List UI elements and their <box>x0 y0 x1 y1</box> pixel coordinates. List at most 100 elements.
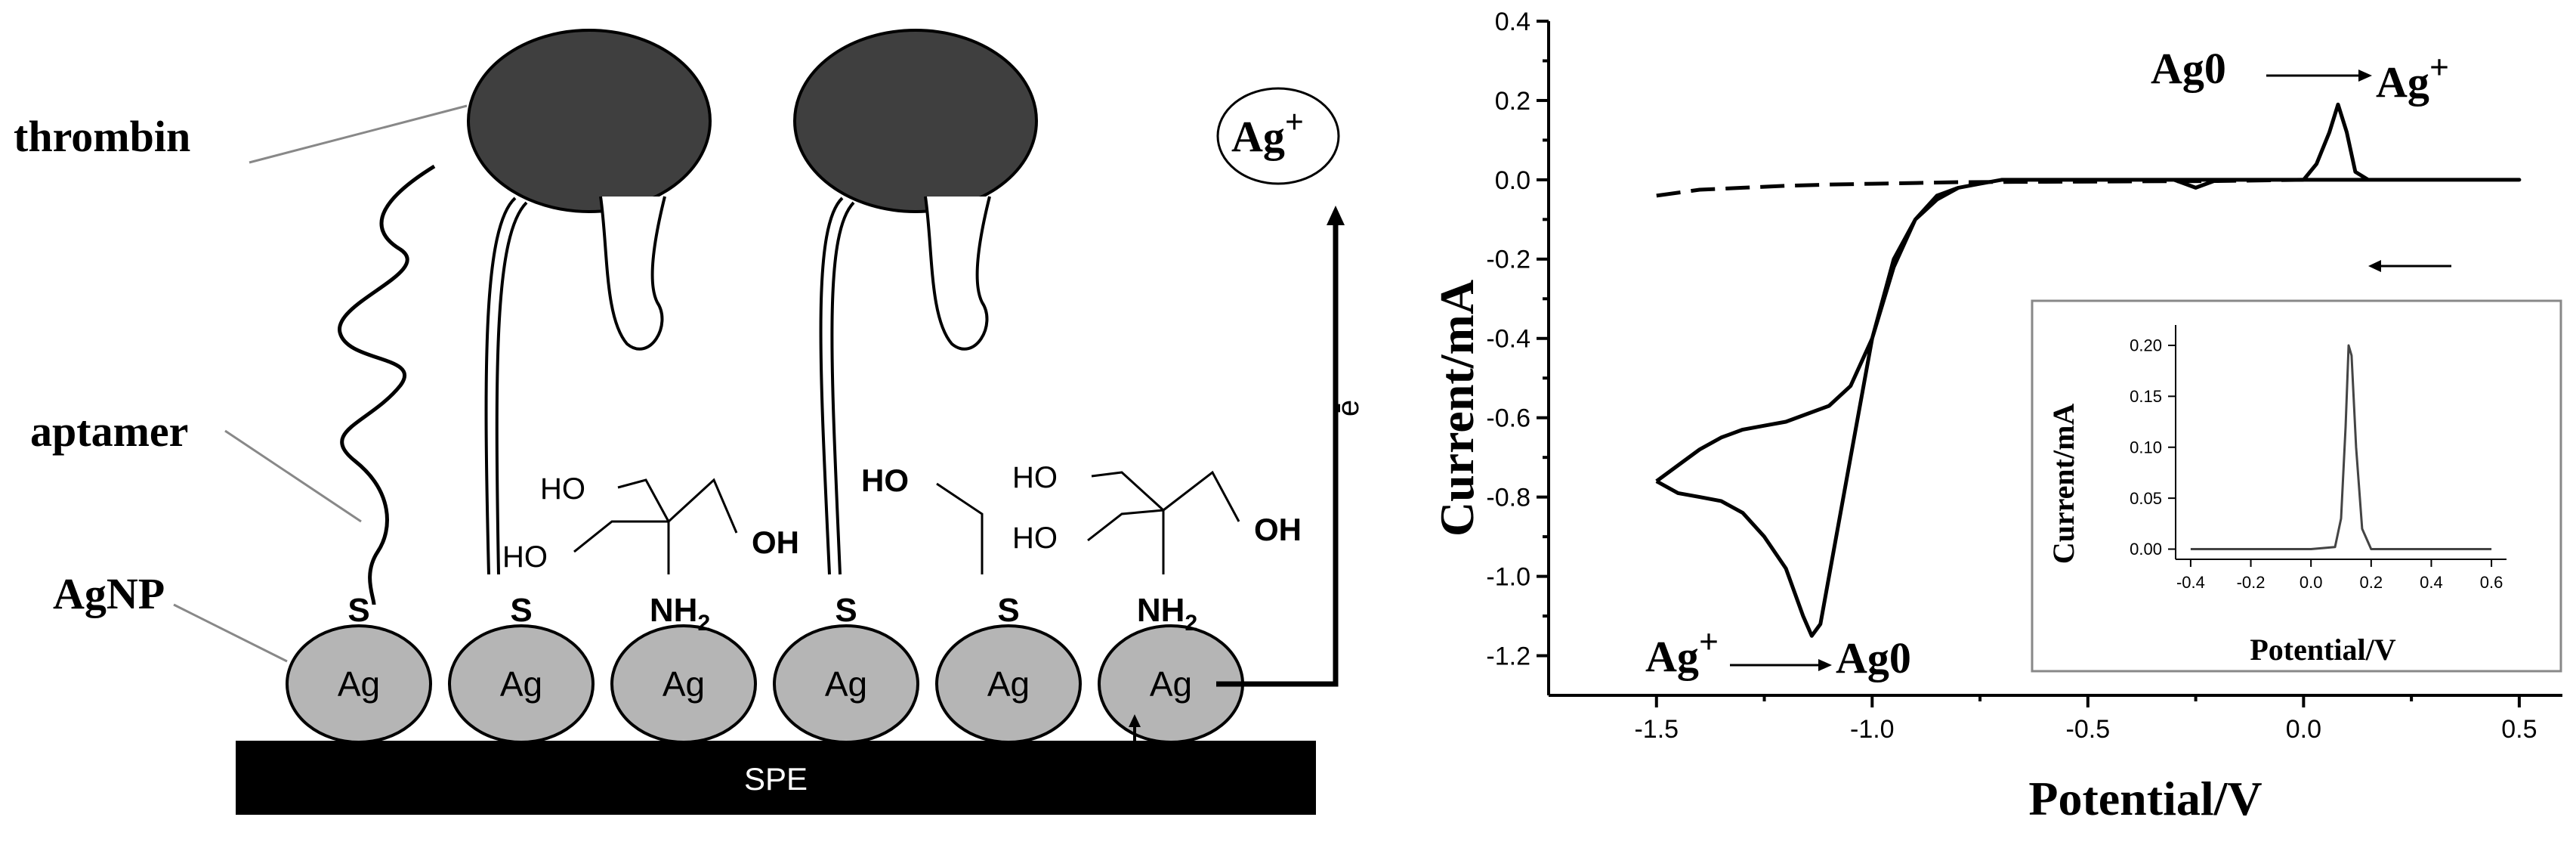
nanoparticle-body <box>286 624 432 744</box>
mercaptoethanol-molecule: HO <box>861 463 984 574</box>
attachment-label: NH2 <box>650 592 710 636</box>
x-axis-label: Potential/V <box>2028 772 2262 825</box>
x-tick-label: -0.5 <box>2066 715 2111 744</box>
thrombin-label: thrombin <box>14 112 190 161</box>
aptamer-strand-free <box>338 164 436 605</box>
inset-x-tick-label: 0.6 <box>2480 573 2503 592</box>
inset-x-axis-label: Potential/V <box>2250 633 2395 667</box>
x-tick-label: -1.5 <box>1634 715 1679 744</box>
oxidation-arrow-icon <box>2358 70 2372 82</box>
oxidation-from: Ag0 <box>2151 44 2226 93</box>
tris-molecule: HO HO OH <box>502 472 799 574</box>
electron-label: ē <box>1332 400 1365 416</box>
tris-bonds <box>1087 470 1240 574</box>
nanoparticle-label: Ag <box>338 664 380 704</box>
aptamer-strand-bound <box>495 201 528 575</box>
nanoparticle-label: Ag <box>663 664 705 704</box>
y-tick-label: -0.4 <box>1486 325 1530 354</box>
scan-arrow-icon <box>2368 260 2381 272</box>
nanoparticle: Ag S <box>286 592 432 744</box>
oh-group: OH <box>752 525 799 560</box>
y-tick-label: 0.2 <box>1495 87 1530 116</box>
nanoparticle: AgS <box>448 592 595 744</box>
aptamer-leader-line <box>224 429 362 523</box>
y-tick-label: -0.8 <box>1486 484 1530 512</box>
transfer-arrow-icon <box>1129 714 1141 727</box>
aptamer-label: aptamer <box>30 407 188 456</box>
y-tick-label: 0.0 <box>1495 166 1530 195</box>
nanoparticle: AgS <box>935 592 1082 744</box>
inset-y-tick-label: 0.05 <box>2130 489 2162 508</box>
attachment-label: NH2 <box>1137 592 1197 636</box>
inset-series <box>2190 344 2492 550</box>
inset-y-tick-label: 0.20 <box>2130 336 2162 355</box>
oxidation-to: Ag+ <box>2376 48 2449 107</box>
inset-x-tick-label: -0.2 <box>2237 573 2266 592</box>
scan-direction <box>2368 260 2451 272</box>
electron-path-line <box>1216 215 1339 687</box>
nanoparticle-label: Ag <box>500 664 542 704</box>
y-tick-label: -0.6 <box>1486 404 1530 433</box>
reduction-annotation: Ag+ Ag0 <box>1645 622 1911 682</box>
y-tick-label: -1.0 <box>1486 562 1530 591</box>
y-axis-label: Current/mA <box>1430 280 1484 537</box>
y-tick-label: 0.4 <box>1495 8 1530 36</box>
reduction-arrow-icon <box>1818 659 1832 671</box>
ho-group: HO <box>1012 461 1058 494</box>
ag-ion-label: Ag+ <box>1231 104 1304 161</box>
cv-curve-dashed <box>1656 178 2304 198</box>
spe-electrode <box>236 741 1316 815</box>
nanoparticle: AgS <box>773 592 919 744</box>
thrombin-protein <box>467 29 712 213</box>
tris-molecule: HO HO OH <box>1012 461 1302 574</box>
ho-group: HO <box>540 472 585 506</box>
reduction-from: Ag+ <box>1645 622 1719 681</box>
nanoparticle: Ag NH2 <box>610 592 757 744</box>
oh-group: OH <box>1254 512 1302 547</box>
main-axes: 0.4 0.2 0.0 -0.2 -0.4 -0.6 -0.8 -1.0 -1.2 -1.5 -1.… <box>1486 8 2562 744</box>
x-tick-label: -1.0 <box>1850 715 1895 744</box>
attachment-label: S <box>835 592 857 629</box>
ho-group: HO <box>1012 522 1058 555</box>
me-bonds <box>936 482 984 574</box>
inset-curve <box>2190 344 2492 550</box>
reduction-to: Ag0 <box>1836 633 1911 682</box>
inset-y-tick-label: 0.10 <box>2130 438 2162 457</box>
spe-label: SPE <box>744 761 808 797</box>
thrombin-protein <box>793 29 1038 213</box>
thrombin-leader-line <box>249 104 468 164</box>
nanoparticle-label: Ag <box>987 664 1030 704</box>
aptamer-strand-bound <box>819 197 844 575</box>
inset-y-axis-label: Current/mA <box>2046 404 2080 565</box>
cv-chart: 0.4 0.2 0.0 -0.2 -0.4 -0.6 -0.8 -1.0 -1.2 -1.5 -1.… <box>1430 8 2562 825</box>
inset-y-tick-label: 0.00 <box>2130 540 2162 559</box>
x-tick-label: 0.5 <box>2501 715 2537 744</box>
agnp-label: AgNP <box>53 569 165 618</box>
inset-y-tick-label: 0.15 <box>2130 387 2162 406</box>
aptamer-strand-bound <box>484 197 517 575</box>
aptamer-strand-bound <box>830 201 855 575</box>
oxidation-annotation: Ag0 Ag+ <box>2151 44 2449 107</box>
aptamer-loop <box>599 196 666 351</box>
ag-ion-bubble <box>1216 87 1340 185</box>
attachment-label: S <box>347 592 369 629</box>
inset-x-tick-label: -0.4 <box>2176 573 2205 592</box>
y-tick-label: -0.2 <box>1486 246 1530 274</box>
ho-group: HO <box>861 463 909 498</box>
inset-x-tick-label: 0.2 <box>2360 573 2383 592</box>
aptamer-loop <box>924 196 991 351</box>
cv-curve-solid <box>1655 102 2522 638</box>
nanoparticle-body <box>610 624 757 744</box>
nanoparticle-body <box>773 624 919 744</box>
y-tick-label: -1.2 <box>1486 642 1530 670</box>
nanoparticle-body <box>448 624 595 744</box>
nanoparticle-body <box>935 624 1082 744</box>
tris-bonds <box>573 478 738 574</box>
ho-group: HO <box>502 540 548 574</box>
agnp-leader-line <box>173 603 288 663</box>
